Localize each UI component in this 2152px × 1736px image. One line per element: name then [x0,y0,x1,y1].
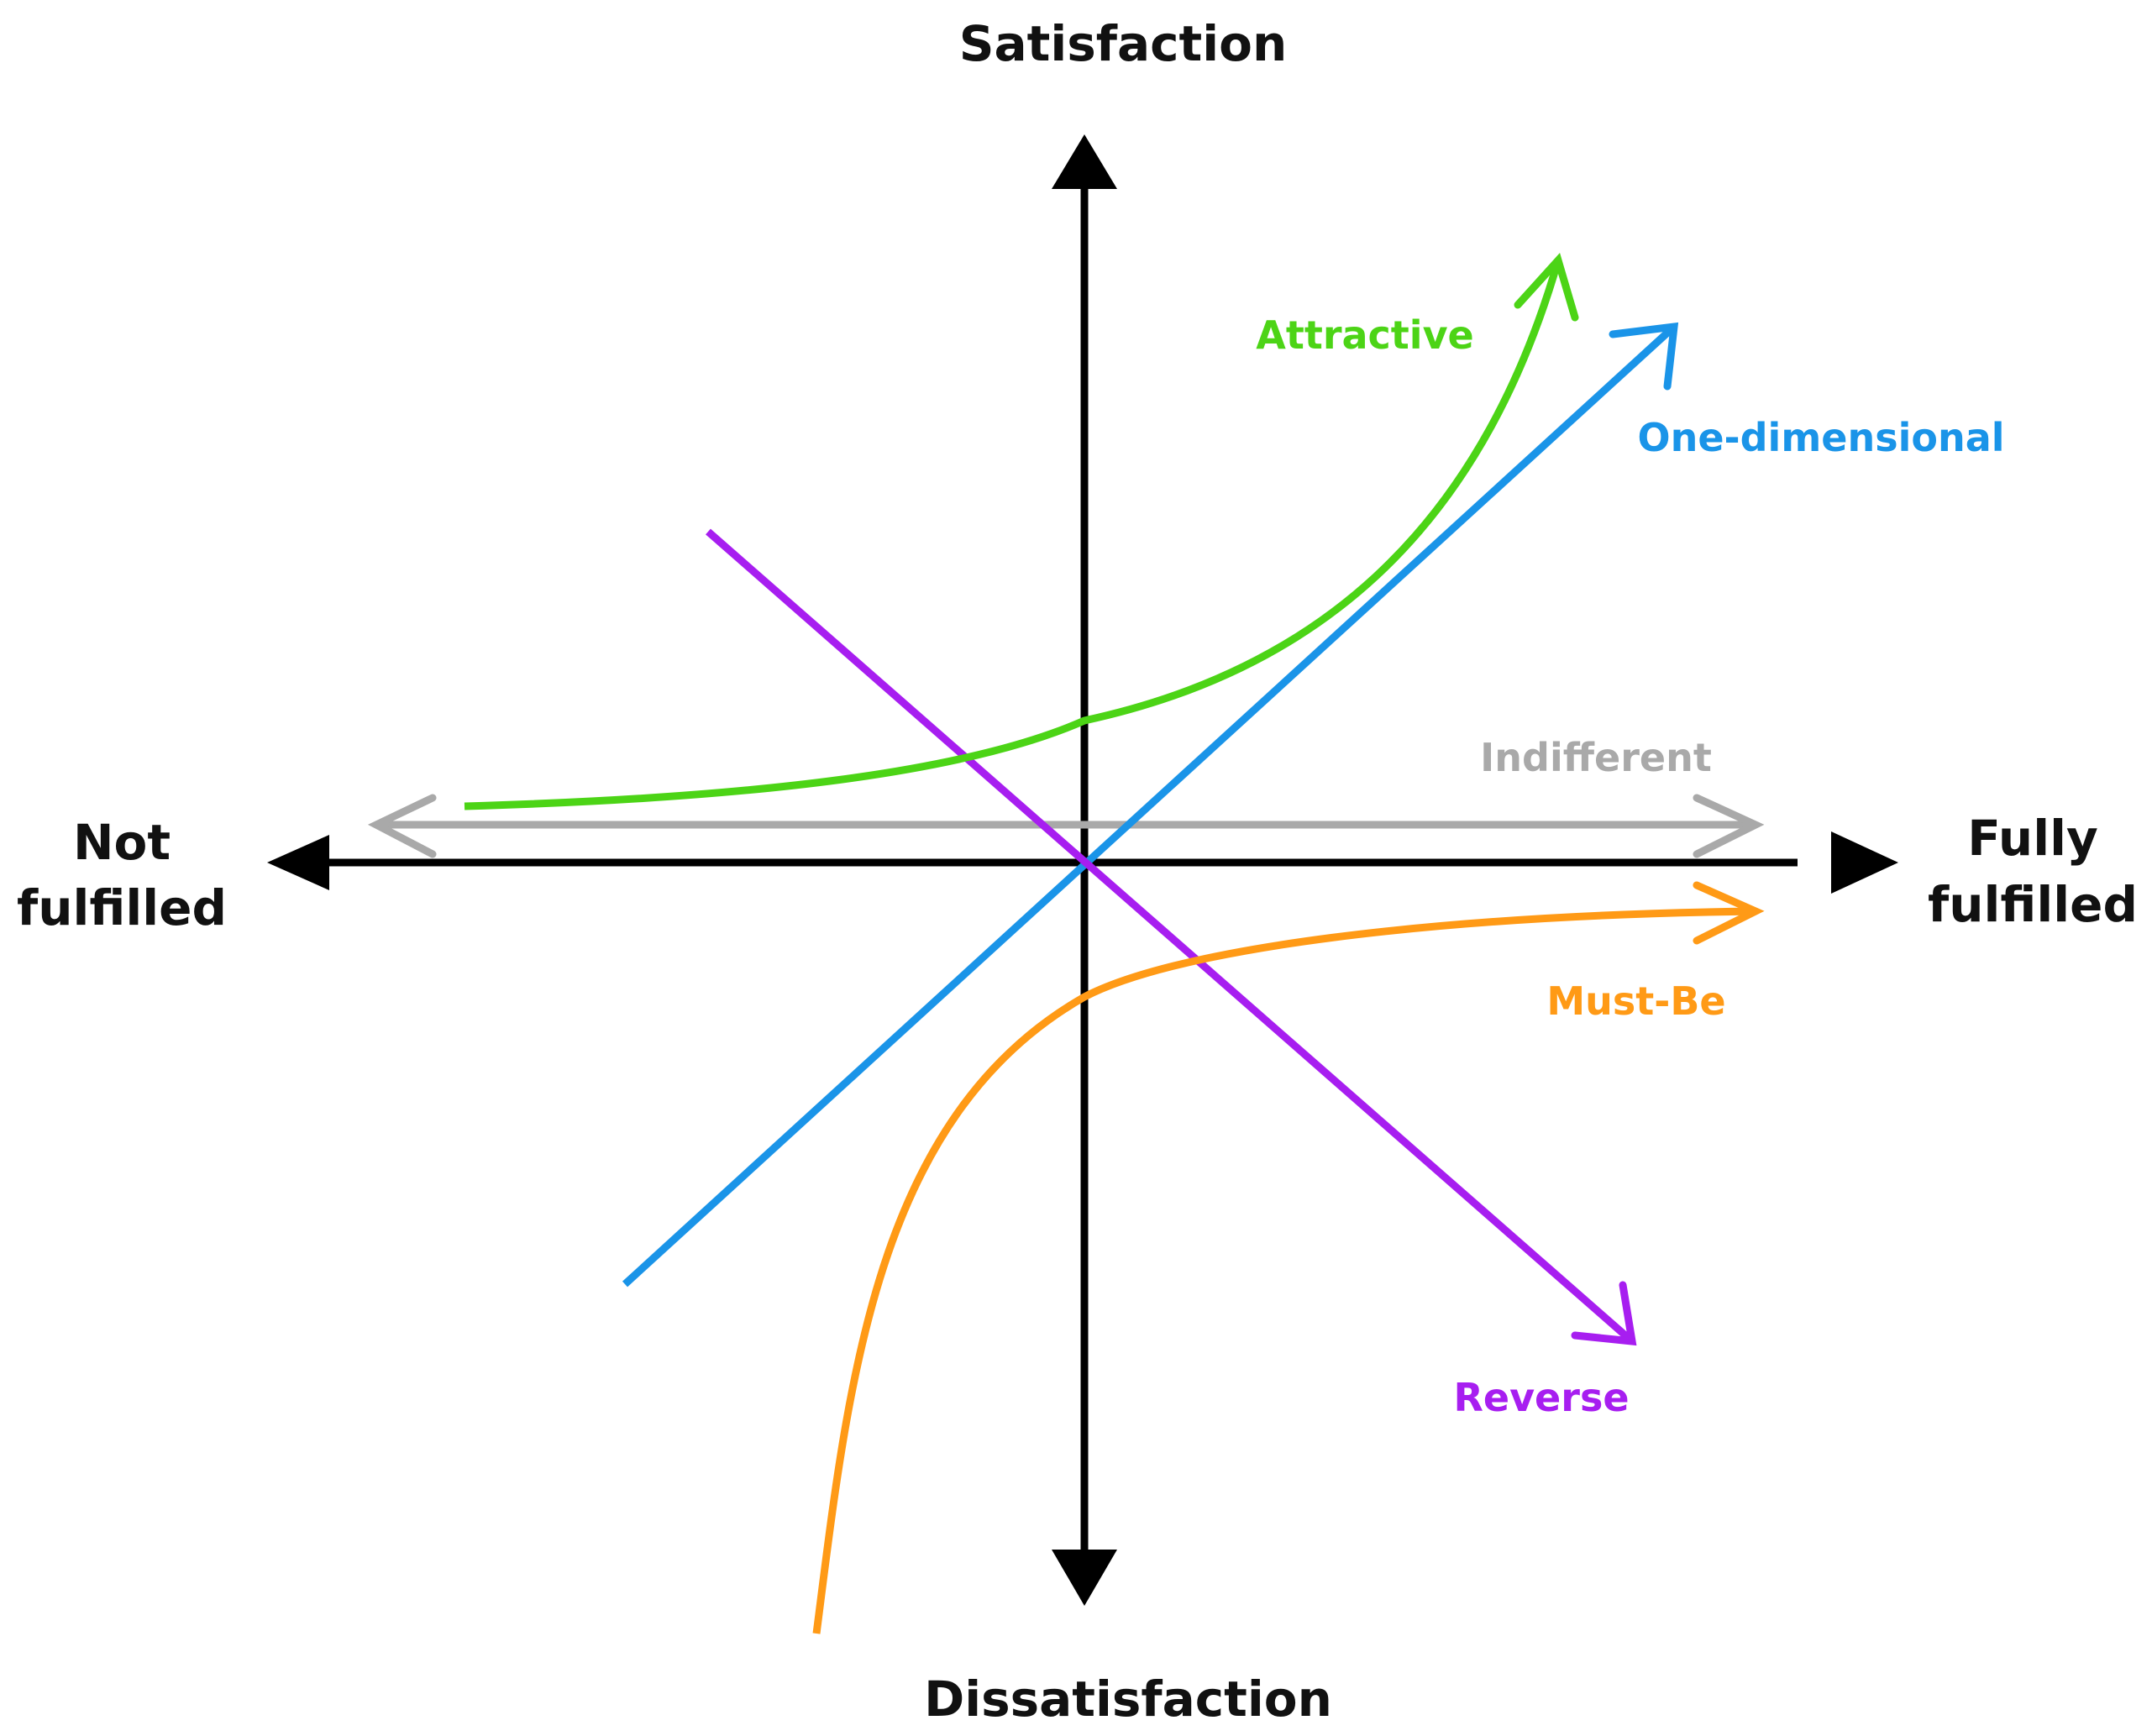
one-dimensional-label: One-dimensional [1637,415,2004,460]
axis-label-left-line1: Not [73,814,171,871]
reverse-label: Reverse [1453,1375,1629,1420]
one-dimensional-curve [622,322,1679,1288]
left-axis-arrowhead [267,835,329,890]
horizontal-axis [267,831,1898,894]
bottom-axis-arrowhead [1052,1550,1117,1606]
axis-label-right-line2: fulfilled [1928,876,2138,933]
axis-label-top: Satisfaction [959,15,1288,72]
attractive-label: Attractive [1256,312,1474,358]
axis-label-bottom: Dissatisfaction [924,1670,1332,1728]
vertical-axis [1052,134,1117,1606]
indifferent-curve [367,794,1765,858]
reverse-curve [706,528,1637,1346]
axis-label-left-line2: fulfilled [17,879,227,936]
top-axis-arrowhead [1052,134,1117,189]
axis-label-right-line1: Fully [1967,810,2098,867]
right-axis-arrowhead [1831,831,1898,894]
attractive-curve [464,253,1579,810]
must-be-curve [812,881,1765,1634]
indifferent-label: Indifferent [1480,735,1712,780]
must-be-label: Must-Be [1546,978,1725,1024]
